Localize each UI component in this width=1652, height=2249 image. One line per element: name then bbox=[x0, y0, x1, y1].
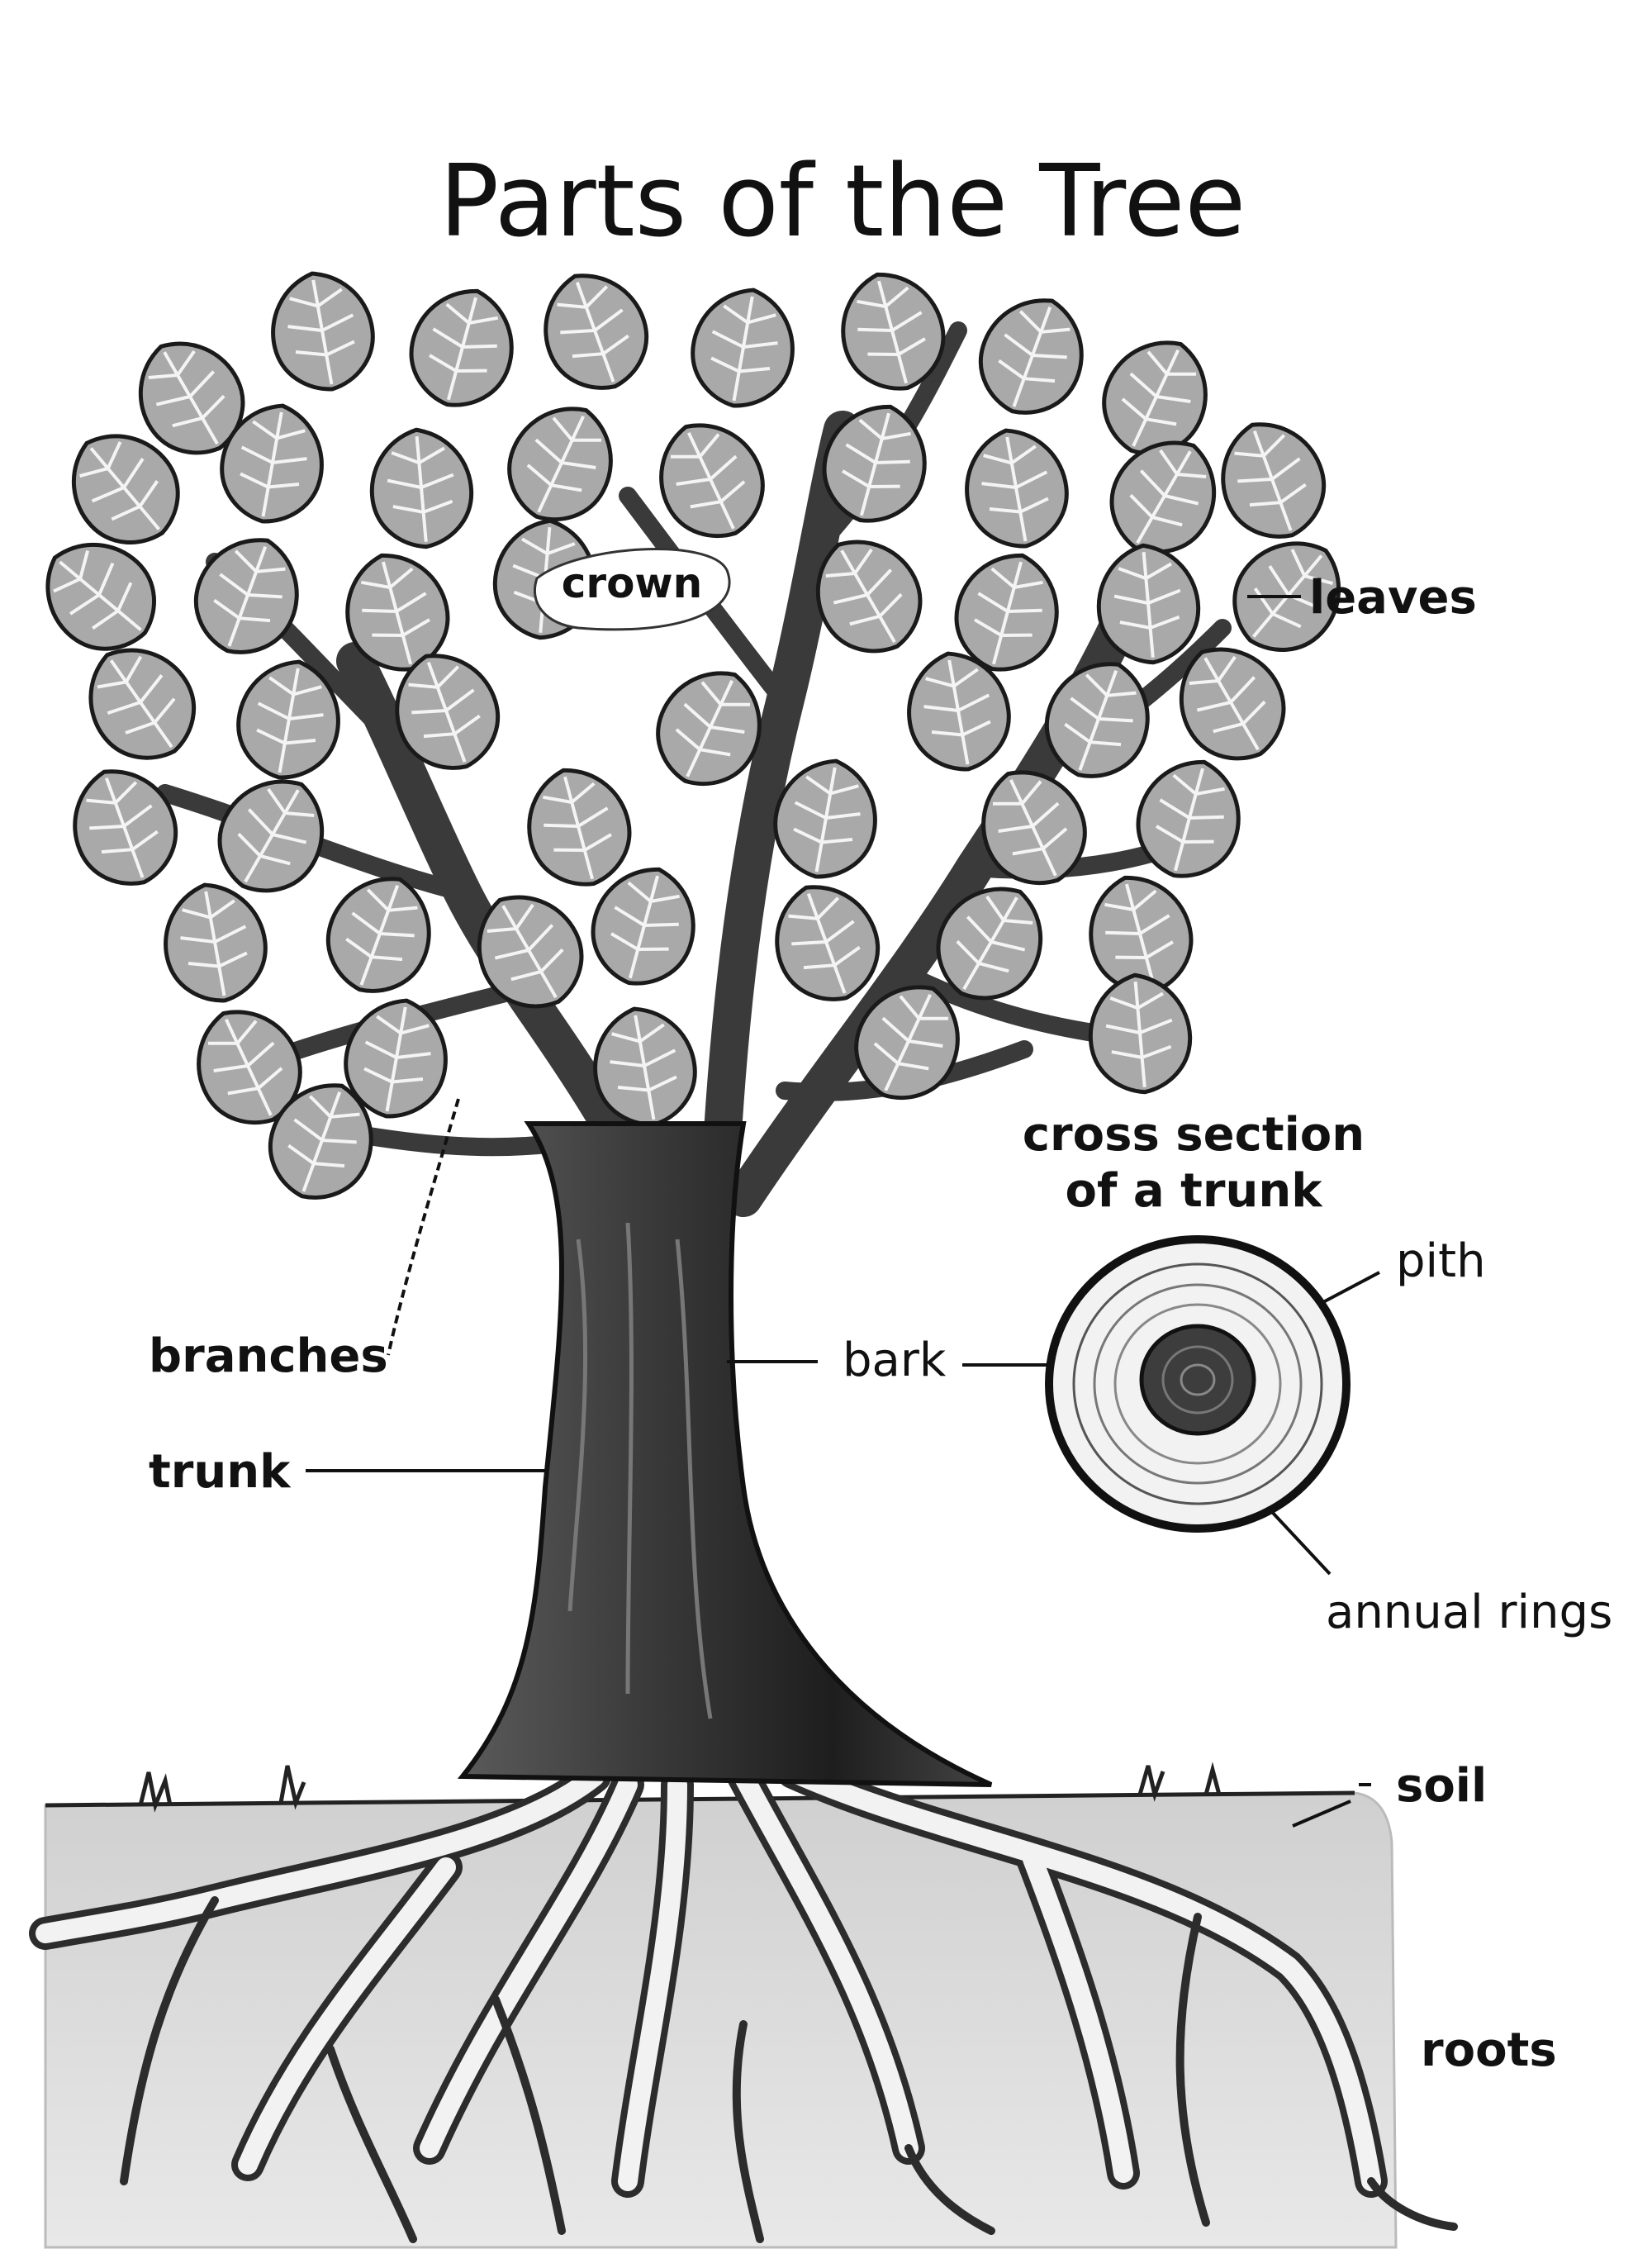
trunk-cross-section bbox=[1045, 1235, 1351, 1533]
pith-label: pith bbox=[1396, 1234, 1486, 1288]
crown-label: crown bbox=[562, 559, 702, 607]
branches-label: branches bbox=[149, 1329, 388, 1383]
leaves-canopy bbox=[23, 259, 1364, 1214]
cross-section-label-line2: of a trunk bbox=[1066, 1164, 1324, 1218]
annual-rings-label: annual rings bbox=[1326, 1586, 1612, 1639]
trunk-drawing bbox=[457, 1121, 993, 1787]
soil-label: soil bbox=[1396, 1759, 1487, 1813]
cross-section-label-line1: cross section bbox=[1023, 1108, 1365, 1162]
trunk-label: trunk bbox=[149, 1445, 292, 1499]
crown-label-group: crown bbox=[533, 548, 731, 631]
bark-label: bark bbox=[843, 1334, 947, 1387]
roots-label: roots bbox=[1421, 2023, 1557, 2077]
page-title: Parts of the Tree bbox=[439, 145, 1246, 259]
roots-drawing bbox=[29, 1756, 1458, 2243]
leaves-label: leaves bbox=[1309, 571, 1477, 625]
